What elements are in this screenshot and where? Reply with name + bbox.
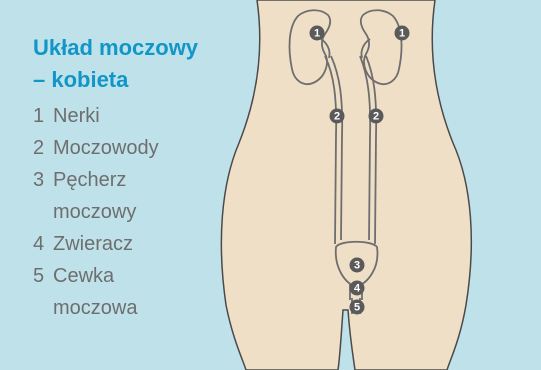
ureter-left-marker-label: 2 bbox=[334, 110, 340, 122]
legend-item-sphincter-label: Zwieracz bbox=[53, 228, 133, 260]
legend-item-urethra-label: Cewka moczowa bbox=[53, 260, 148, 324]
legend-item-bladder-label: Pęcherz moczowy bbox=[53, 164, 148, 228]
title-line-1: Układ moczowy bbox=[33, 32, 233, 64]
legend-item-sphincter-number: 4 bbox=[33, 228, 47, 260]
legend-item-bladder-number: 3 bbox=[33, 164, 47, 196]
kidney-right-marker: 1 bbox=[395, 26, 410, 41]
diagram-title: Układ moczowy – kobieta bbox=[33, 32, 233, 96]
kidney-left-marker: 1 bbox=[310, 26, 325, 41]
legend: Układ moczowy – kobieta 1 Nerki 2 Moczow… bbox=[33, 32, 233, 324]
legend-item-kidneys: 1 Nerki bbox=[33, 100, 233, 132]
legend-item-kidneys-label: Nerki bbox=[53, 100, 100, 132]
torso-silhouette bbox=[221, 0, 471, 370]
urethra-marker-label: 5 bbox=[354, 301, 360, 313]
legend-item-kidneys-number: 1 bbox=[33, 100, 47, 132]
sphincter-marker-label: 4 bbox=[354, 282, 361, 294]
sphincter-marker: 4 bbox=[350, 281, 365, 296]
legend-item-bladder: 3 Pęcherz moczowy bbox=[33, 164, 233, 228]
legend-item-ureters-number: 2 bbox=[33, 132, 47, 164]
urethra-marker: 5 bbox=[350, 300, 365, 315]
legend-item-urethra-number: 5 bbox=[33, 260, 47, 292]
legend-item-ureters: 2 Moczowody bbox=[33, 132, 233, 164]
bladder-marker: 3 bbox=[350, 258, 365, 273]
ureter-left-marker: 2 bbox=[330, 109, 345, 124]
kidney-right-marker-label: 1 bbox=[399, 27, 405, 39]
kidney-left-marker-label: 1 bbox=[314, 27, 320, 39]
legend-item-sphincter: 4 Zwieracz bbox=[33, 228, 233, 260]
ureter-right-marker-label: 2 bbox=[373, 110, 379, 122]
title-line-2: – kobieta bbox=[33, 64, 233, 96]
bladder-marker-label: 3 bbox=[354, 259, 360, 271]
legend-items: 1 Nerki 2 Moczowody 3 Pęcherz moczowy 4 … bbox=[33, 100, 233, 324]
legend-item-urethra: 5 Cewka moczowa bbox=[33, 260, 233, 324]
legend-item-ureters-label: Moczowody bbox=[53, 132, 159, 164]
ureter-right-marker: 2 bbox=[369, 109, 384, 124]
